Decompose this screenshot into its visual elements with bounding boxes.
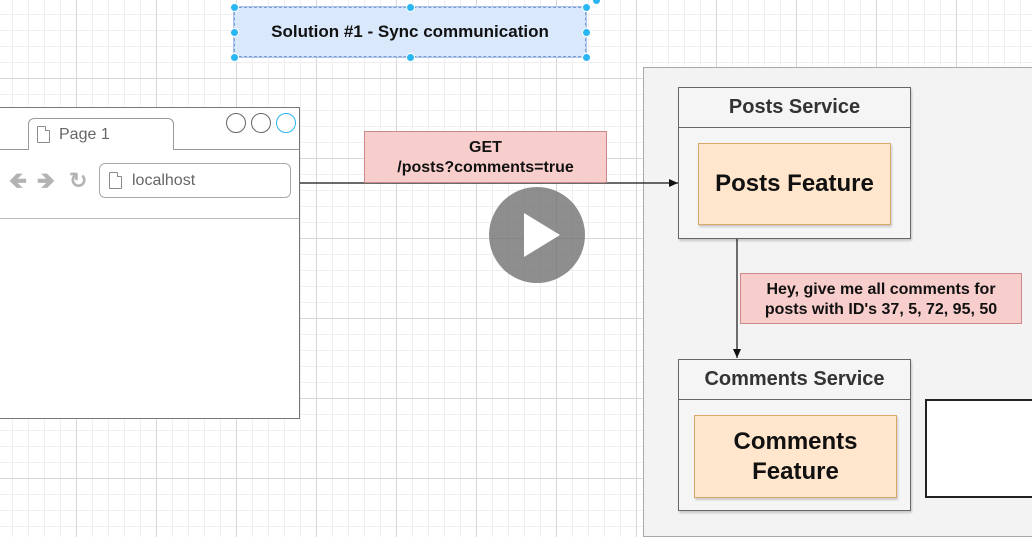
selection-handle[interactable] <box>230 28 239 37</box>
posts-service[interactable]: Posts Service Posts Feature <box>678 87 911 239</box>
browser-tab[interactable]: Page 1 <box>28 118 174 150</box>
query-line-1: Hey, give me all comments for <box>766 281 996 298</box>
posts-service-header: Posts Service <box>679 88 910 128</box>
browser-mockup[interactable]: Page 1 🡸 🡺 ↻ localhost <box>0 107 300 419</box>
request-label[interactable]: GET /posts?comments=true <box>364 131 607 183</box>
address-bar[interactable]: localhost <box>99 163 291 198</box>
forward-arrow-icon[interactable]: 🡺 <box>37 168 55 193</box>
comments-service-header: Comments Service <box>679 360 910 400</box>
selection-handle[interactable] <box>230 3 239 12</box>
refresh-icon[interactable]: ↻ <box>69 168 88 193</box>
comments-feature-line-2: Feature <box>752 457 839 485</box>
selection-handle[interactable] <box>582 53 591 62</box>
selection-handle[interactable] <box>406 3 415 12</box>
window-control-icon[interactable] <box>251 113 271 133</box>
window-control-icon[interactable] <box>276 113 296 133</box>
query-line-2: posts with ID's 37, 5, 72, 95, 50 <box>764 301 998 318</box>
address-text: localhost <box>132 172 196 189</box>
page-icon <box>109 172 122 189</box>
comments-feature[interactable]: Comments Feature <box>694 415 897 498</box>
posts-feature[interactable]: Posts Feature <box>698 143 891 225</box>
comments-feature-line-1: Comments <box>733 427 858 455</box>
diagram-title-shape[interactable]: Solution #1 - Sync communication <box>233 6 587 58</box>
selection-handle[interactable] <box>582 28 591 37</box>
selection-handle[interactable] <box>406 53 415 62</box>
comments-service[interactable]: Comments Service Comments Feature <box>678 359 911 511</box>
browser-divider <box>0 218 299 219</box>
window-control-icon[interactable] <box>226 113 246 133</box>
page-icon <box>37 126 50 143</box>
tab-label: Page 1 <box>59 126 110 143</box>
back-arrow-icon[interactable]: 🡸 <box>9 168 27 193</box>
selection-handle[interactable] <box>582 3 591 12</box>
diagram-title: Solution #1 - Sync communication <box>271 22 549 41</box>
selection-handle[interactable] <box>230 53 239 62</box>
empty-shape[interactable] <box>925 399 1032 498</box>
request-method: GET <box>469 139 502 156</box>
play-icon[interactable] <box>489 187 585 283</box>
comments-query-note[interactable]: Hey, give me all comments for posts with… <box>740 273 1022 324</box>
rotate-handle[interactable] <box>592 0 601 5</box>
request-path: /posts?comments=true <box>397 159 574 176</box>
